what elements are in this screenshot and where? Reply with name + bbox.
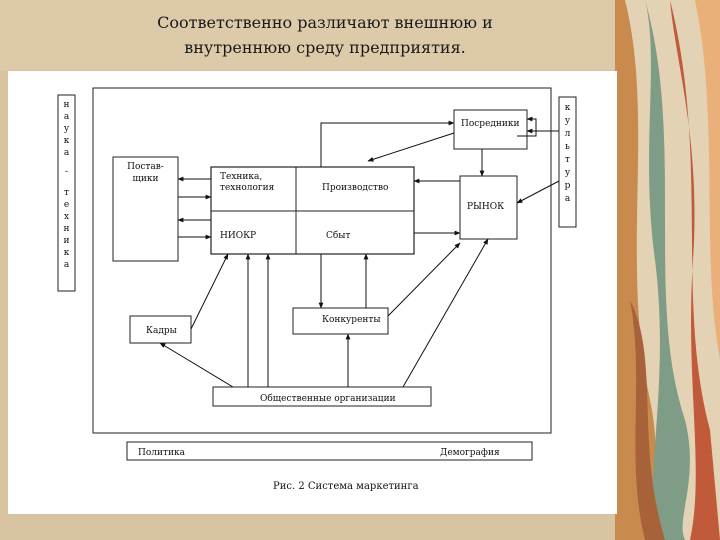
market-label: РЫНОК (467, 202, 504, 212)
strip-letter: к (64, 248, 70, 258)
strip-letter: у (64, 124, 70, 134)
arrow (367, 132, 455, 162)
arrow (516, 180, 560, 204)
strip-letter: е (64, 200, 69, 210)
strip-letter: р (565, 181, 571, 191)
strip-letter: а (64, 148, 70, 158)
public-organizations-label: Общественные организации (260, 393, 396, 404)
strip-letter: у (565, 168, 571, 178)
strip-letter: а (64, 260, 70, 270)
sales-label: Сбыт (326, 230, 350, 241)
arrow (387, 242, 461, 317)
politics-label: Политика (138, 448, 186, 458)
market-box: РЫНОК (459, 175, 518, 240)
strip-letter: х (64, 212, 69, 222)
suppliers-box: Постав- щики (112, 156, 179, 262)
staff-label: Кадры (146, 326, 177, 336)
arrow (159, 342, 234, 388)
tech-label-1: Техника, (220, 172, 262, 182)
politics-demography-strip: Политика Демография (126, 441, 533, 461)
enterprise-box: Техника, технология Производство НИОКР С… (210, 166, 415, 255)
public-organizations-box: Общественные организации (212, 386, 432, 407)
connector-arrows (159, 116, 560, 388)
intermediaries-label: Посредники (461, 119, 520, 129)
strip-letter: н (64, 100, 70, 110)
diagram-panel: н а у к а - т е х н и к а к у л ь т у р … (8, 71, 617, 514)
arrow (402, 238, 489, 388)
figure-caption: Рис. 2 Система маркетинга (273, 481, 419, 492)
science-technology-strip: н а у к а - т е х н и к а (57, 94, 76, 292)
arrow (320, 120, 455, 167)
outer-frame (92, 87, 552, 434)
strip-letter: у (565, 116, 571, 126)
strip-letter: а (565, 194, 571, 204)
strip-letter: т (565, 155, 570, 165)
strip-letter: т (64, 188, 69, 198)
slide-title-line-1: Соответственно различают внешнюю и (157, 13, 493, 32)
strip-letter: л (565, 129, 571, 139)
arrow (517, 116, 537, 137)
strip-letter: - (65, 167, 68, 177)
competitors-label: Конкуренты (322, 315, 381, 325)
suppliers-label-1: Постав- (127, 162, 164, 172)
decorative-ornament (615, 0, 720, 540)
arrow (190, 253, 229, 330)
strip-letter: ь (565, 142, 570, 152)
strip-letter: к (64, 136, 70, 146)
intermediaries-box: Посредники (453, 109, 528, 150)
competitors-box: Конкуренты (292, 307, 389, 335)
niokr-label: НИОКР (220, 231, 256, 241)
demography-label: Демография (440, 448, 500, 458)
suppliers-label-2: щики (133, 174, 159, 184)
strip-letter: и (64, 236, 70, 246)
slide-title-line-2: внутреннюю среду предприятия. (184, 38, 466, 57)
production-label: Производство (322, 183, 388, 193)
tech-label-2: технология (220, 183, 275, 193)
strip-letter: а (64, 112, 70, 122)
culture-strip: к у л ь т у р а (558, 96, 577, 228)
strip-letter: к (565, 103, 571, 113)
strip-letter: н (64, 224, 70, 234)
staff-box: Кадры (129, 315, 192, 344)
marketing-system-diagram: н а у к а - т е х н и к а к у л ь т у р … (57, 87, 577, 492)
